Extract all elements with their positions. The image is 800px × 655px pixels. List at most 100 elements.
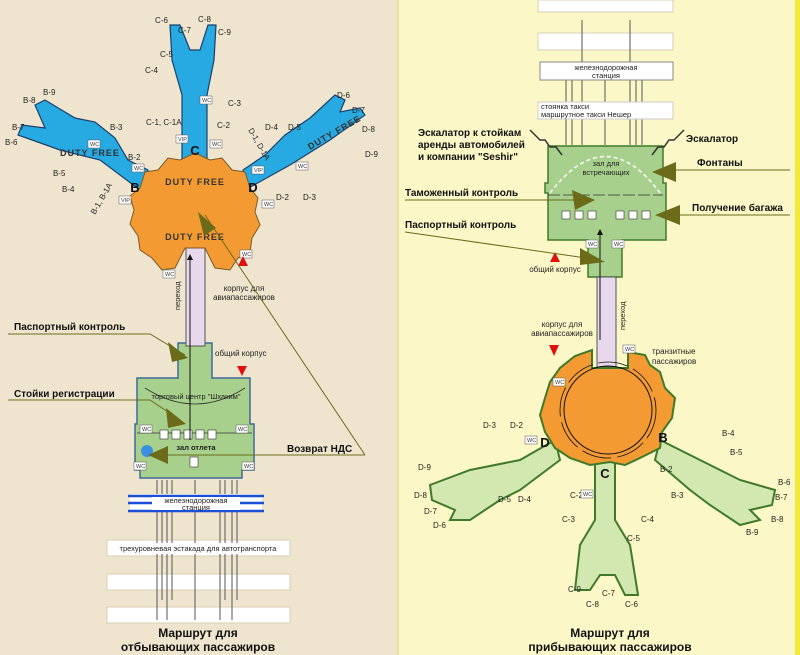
taxi-label: стоянка такси bbox=[541, 102, 589, 111]
wc-label: WC bbox=[583, 492, 592, 498]
wc-icon bbox=[295, 161, 309, 171]
wc-label: WC bbox=[264, 202, 273, 208]
wc-icon bbox=[241, 461, 255, 471]
pier-label-b: B bbox=[130, 180, 139, 195]
pier-label-c: C bbox=[190, 143, 200, 158]
arrivals-hub bbox=[538, 348, 677, 467]
callout-baggage: Получение багажа bbox=[692, 202, 783, 214]
gate-label: B-9 bbox=[746, 528, 759, 537]
departure-hall-label: зал отлета bbox=[176, 443, 216, 452]
wc-icon bbox=[139, 424, 153, 434]
common-building-label: общий корпус bbox=[215, 349, 267, 358]
duty-free-label: DUTY FREE bbox=[165, 232, 225, 242]
callout-passport-control: Паспортный контроль bbox=[405, 220, 516, 231]
wc-icon bbox=[118, 195, 132, 205]
arrivals-hall-building bbox=[544, 145, 667, 278]
callout-escalator: Эскалатор bbox=[686, 134, 738, 145]
pier-label-b: B bbox=[658, 430, 667, 445]
wc-label: WC bbox=[614, 242, 623, 248]
gate-label: B-7 bbox=[775, 493, 788, 502]
gate-label: B-9 bbox=[43, 88, 56, 97]
callout-checkin: Стойки регистрации bbox=[14, 389, 115, 400]
mall-label: торговый центр "Шхаким" bbox=[152, 392, 241, 401]
pier-c bbox=[169, 24, 217, 171]
marker-triangle bbox=[237, 366, 247, 376]
gate-label: C-4 bbox=[145, 66, 158, 75]
baggage-carousels bbox=[561, 210, 651, 220]
duty-free-label: DUTY FREE bbox=[165, 177, 225, 187]
gate-label: B-6 bbox=[5, 138, 18, 147]
gate-label: B-5 bbox=[730, 448, 743, 457]
wc-label: WC bbox=[212, 142, 221, 148]
wc-label: WC bbox=[527, 438, 536, 444]
marker-triangle bbox=[550, 252, 560, 262]
gate-label: D-8 bbox=[414, 491, 427, 500]
transit-label: транзитные bbox=[652, 347, 696, 356]
pier-d bbox=[428, 438, 562, 521]
gate-label: B-8 bbox=[771, 515, 784, 524]
passage-corridor bbox=[185, 247, 206, 347]
railway-station: железнодорожная станция bbox=[128, 494, 264, 513]
gate-label: C-6 bbox=[155, 16, 168, 25]
gate-label: D-6 bbox=[337, 91, 350, 100]
wc-icon bbox=[199, 95, 213, 105]
gate-label: C-3 bbox=[228, 99, 241, 108]
wc-label: WC bbox=[244, 464, 253, 470]
wc-icon bbox=[162, 269, 176, 279]
gate-label: C-7 bbox=[178, 26, 191, 35]
right-border bbox=[795, 0, 800, 655]
gate-label: C-3 bbox=[562, 515, 575, 524]
departures-title: отбывающих пассажиров bbox=[121, 640, 275, 654]
gate-label: D-7 bbox=[424, 507, 437, 516]
info-icon bbox=[189, 456, 199, 468]
railway-label: железнодорожная bbox=[164, 496, 227, 505]
gate-label: C-6 bbox=[625, 600, 638, 609]
wc-label: WC bbox=[298, 164, 307, 170]
gate-label: C-2 bbox=[217, 121, 230, 130]
pier-label-d: D bbox=[540, 435, 549, 450]
gate-label: B-6 bbox=[778, 478, 791, 487]
departures-hub bbox=[129, 152, 261, 271]
gate-label: B-5 bbox=[53, 169, 66, 178]
callout-arrowheads bbox=[148, 212, 216, 464]
wc-label: WC bbox=[625, 347, 634, 353]
railway-station: железнодорожная станция bbox=[539, 61, 674, 81]
terminal-label: авиапассажиров bbox=[531, 329, 593, 338]
wc-label: WC bbox=[136, 464, 145, 470]
departures-title: Маршрут для bbox=[158, 626, 238, 640]
gate-label: C-9 bbox=[218, 28, 231, 37]
gate-label: D-3 bbox=[483, 421, 496, 430]
greeting-hall-label: зал для bbox=[593, 159, 620, 168]
wc-icon bbox=[239, 249, 253, 259]
gate-label: B-4 bbox=[62, 185, 75, 194]
duty-free-label: DUTY FREE bbox=[60, 148, 120, 158]
gate-label: B-3 bbox=[110, 123, 123, 132]
gate-label: D-3 bbox=[303, 193, 316, 202]
wc-icon bbox=[235, 424, 249, 434]
callout-escalator-rental: и компании "Seshir" bbox=[418, 152, 518, 163]
callout-escalator-rental: аренды автомобилей bbox=[418, 139, 525, 151]
gate-label: C-1, C-1A bbox=[146, 118, 182, 127]
railway-label: железнодорожная bbox=[574, 63, 637, 72]
gate-label: D-5 bbox=[498, 495, 511, 504]
gate-label: C-8 bbox=[198, 15, 211, 24]
gate-label: B-4 bbox=[722, 429, 735, 438]
gate-label: C-7 bbox=[602, 589, 615, 598]
railway-label: станция bbox=[182, 503, 210, 512]
wc-label: VIP bbox=[178, 137, 187, 143]
overpass-label: трехуровневая эстакада для автотранспорт… bbox=[120, 544, 278, 553]
terminal-label: корпус для bbox=[542, 320, 583, 329]
pier-label-d: D bbox=[248, 180, 257, 195]
wc-label: VIP bbox=[121, 198, 130, 204]
departure-hall-building bbox=[134, 342, 255, 479]
wc-label: WC bbox=[90, 142, 99, 148]
arrivals-map: железнодорожная станция стоянка такси ма… bbox=[404, 0, 791, 654]
departure-piers bbox=[17, 24, 366, 191]
callout-fountains: Фонтаны bbox=[697, 158, 743, 169]
gate-label: B-3 bbox=[671, 491, 684, 500]
wc-icon bbox=[552, 377, 566, 387]
transit-label: пассажиров bbox=[652, 357, 696, 366]
